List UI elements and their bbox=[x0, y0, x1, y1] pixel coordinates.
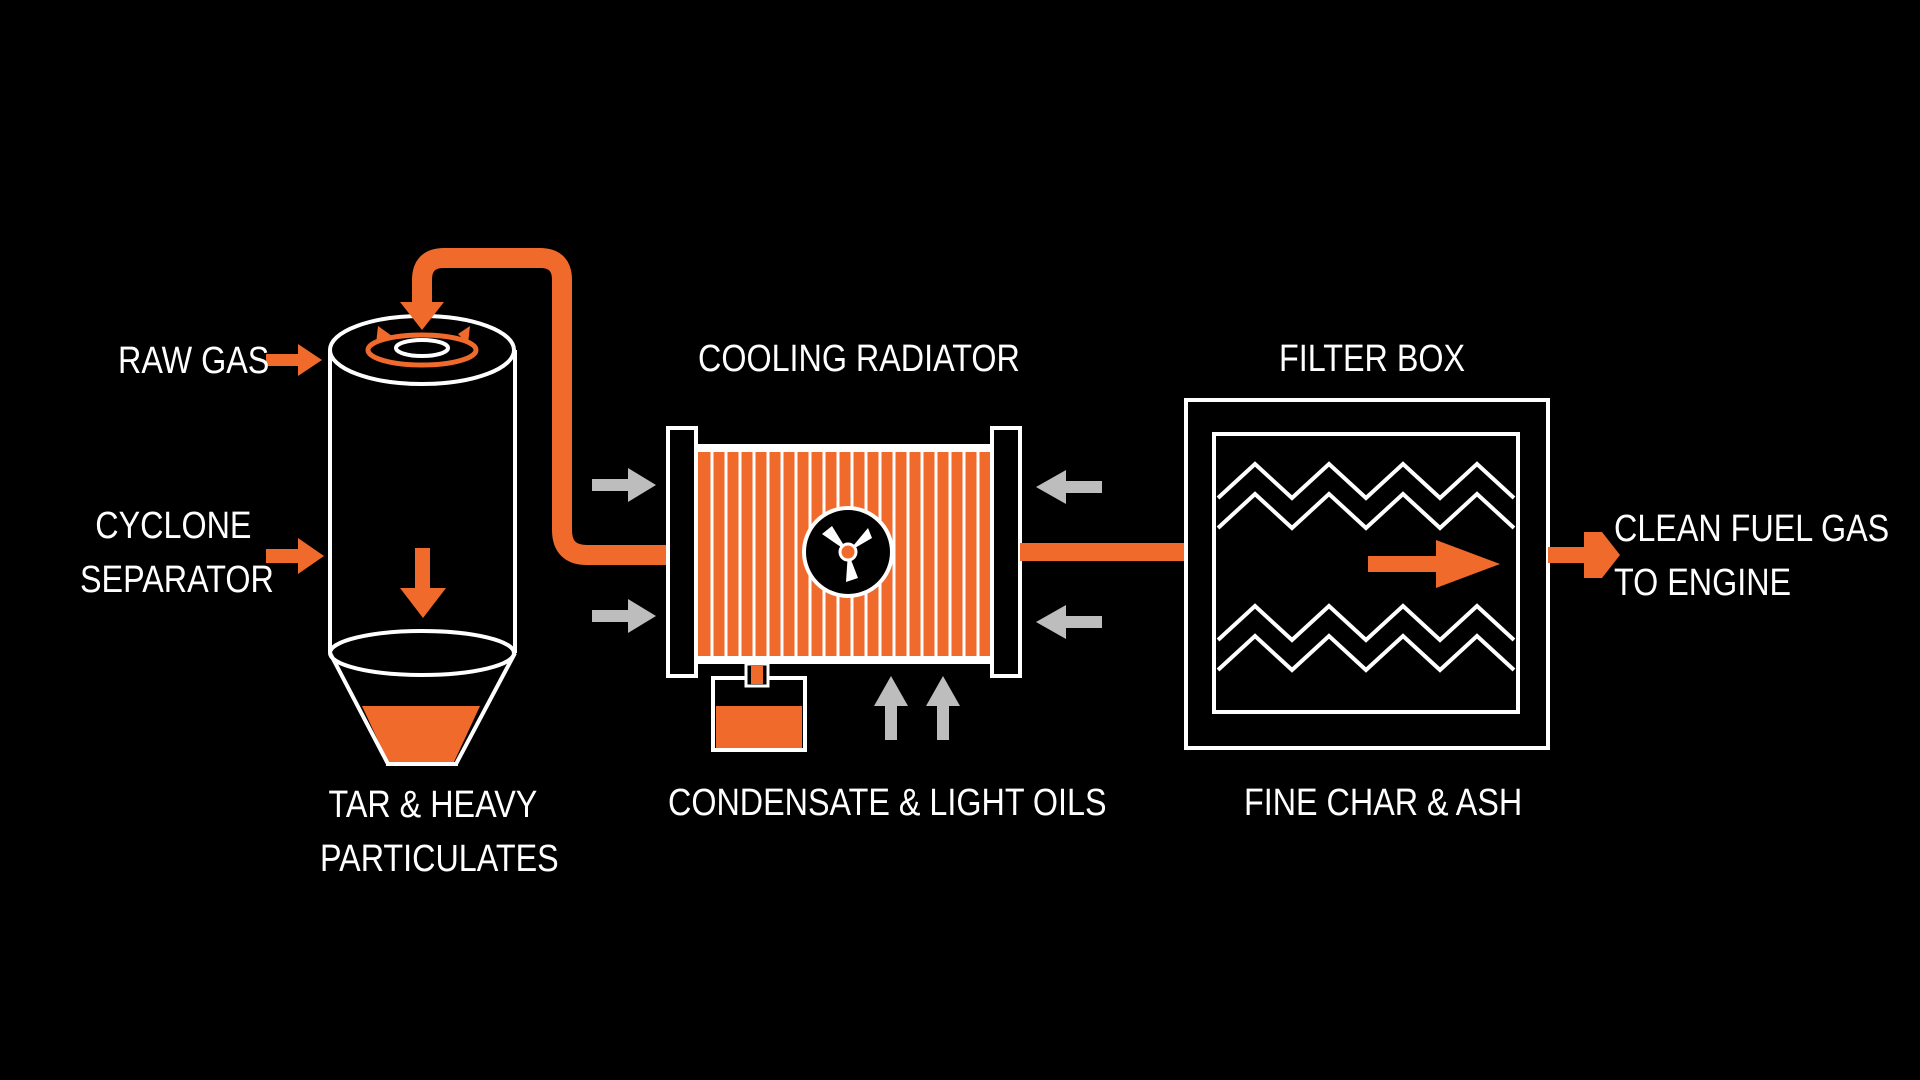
raw-gas-arrow-icon bbox=[266, 344, 322, 376]
clean-fuel-gas-label: CLEAN FUEL GAS TO ENGINE bbox=[1614, 508, 1890, 604]
condensate-tank bbox=[711, 662, 807, 752]
cooling-radiator bbox=[666, 426, 1022, 752]
cyclone-separator-label: CYCLONE SEPARATOR bbox=[80, 505, 274, 601]
gas-pipe bbox=[400, 248, 670, 565]
tar-particulates-label: TAR & HEAVY PARTICULATES bbox=[320, 784, 559, 880]
pipe-inlet-arrow-icon bbox=[400, 302, 444, 330]
clean-gas-arrow-icon bbox=[1548, 532, 1620, 578]
down-arrow-icon bbox=[400, 548, 446, 618]
flow-arrow-icon bbox=[1368, 540, 1500, 588]
tar-collection-fill bbox=[362, 706, 480, 762]
cyclone-separator bbox=[328, 314, 517, 766]
air-arrow-icon bbox=[592, 468, 1102, 740]
fan-icon bbox=[802, 506, 894, 598]
fine-char-label: FINE CHAR & ASH bbox=[1244, 782, 1523, 824]
cyclone-inlet-arrow-icon bbox=[266, 538, 324, 574]
cooling-radiator-label: COOLING RADIATOR bbox=[698, 338, 1020, 380]
condensate-label: CONDENSATE & LIGHT OILS bbox=[668, 782, 1107, 824]
filter-box-label: FILTER BOX bbox=[1279, 338, 1466, 380]
radiator-outlet-pipe bbox=[1020, 543, 1186, 561]
raw-gas-label: RAW GAS bbox=[118, 340, 270, 382]
filter-box bbox=[1184, 398, 1550, 750]
